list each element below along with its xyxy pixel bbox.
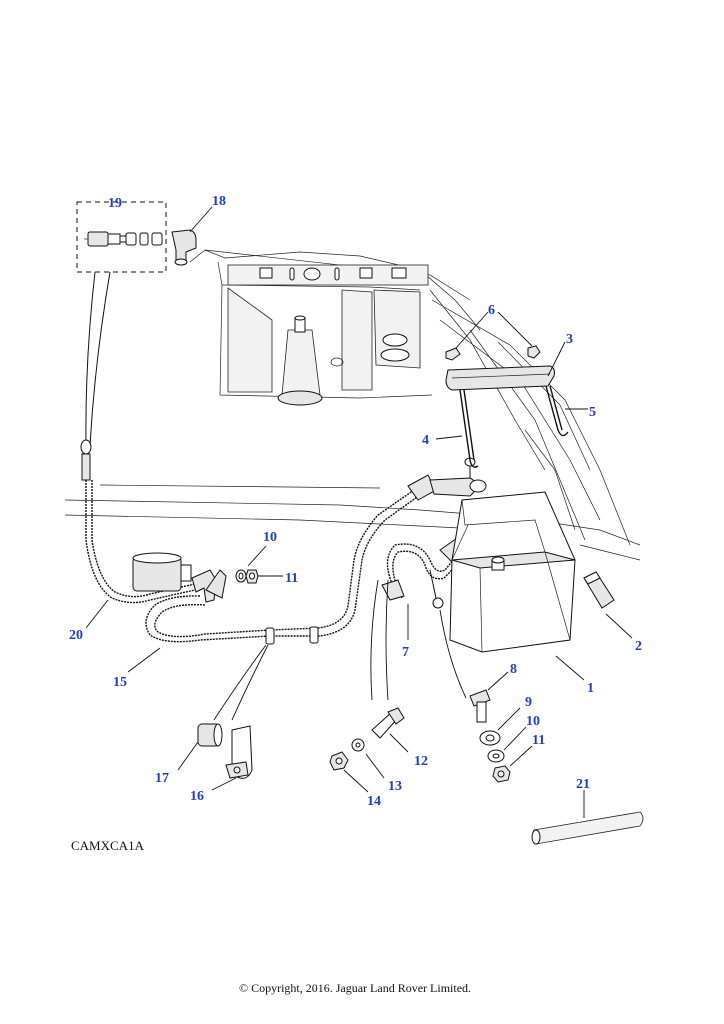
callout-9: 9 [525, 695, 532, 710]
callout-2: 2 [635, 639, 642, 654]
callout-5: 5 [589, 405, 596, 420]
callout-18: 18 [212, 194, 226, 209]
part-21-sleeve [531, 811, 644, 845]
callout-6: 6 [488, 303, 495, 318]
callout-13: 13 [388, 779, 402, 794]
part-15-main-cable [145, 457, 487, 645]
callout-10-upper: 10 [263, 530, 277, 545]
callout-20: 20 [69, 628, 83, 643]
callout-19: 19 [108, 196, 122, 211]
callout-7: 7 [402, 645, 409, 660]
callout-10-lower: 10 [526, 714, 540, 729]
part-4-5-hook-rods [459, 385, 569, 468]
callout-11-upper: 11 [285, 571, 298, 586]
callout-17: 17 [155, 771, 169, 786]
part-1-battery [449, 491, 576, 653]
part-19-group [76, 201, 167, 446]
callout-14: 14 [367, 794, 381, 809]
copyright-notice: © Copyright, 2016. Jaguar Land Rover Lim… [239, 981, 471, 995]
part-8-bolt [469, 689, 491, 723]
vehicle-body-illustration [64, 249, 641, 561]
callout-3: 3 [566, 332, 573, 347]
callout-1: 1 [587, 681, 594, 696]
callout-16: 16 [190, 789, 204, 804]
callout-4: 4 [422, 433, 429, 448]
part-10-11-upper [235, 569, 259, 584]
part-9-10-11-lower [479, 730, 511, 783]
callout-11-lower: 11 [532, 733, 545, 748]
leader-lines [85, 206, 633, 818]
callout-labels: 1 2 3 4 5 6 7 8 9 10 11 12 13 14 15 16 1… [69, 194, 642, 809]
illustration-code: CAMXCA1A [71, 838, 145, 853]
part-16-17-clips [197, 723, 253, 779]
part-2-wedge [583, 571, 615, 609]
starter-solenoid [132, 552, 227, 603]
part-3-clamp-bar [445, 365, 555, 391]
part-12-13-14 [329, 707, 405, 771]
callout-8: 8 [510, 662, 517, 677]
callout-12: 12 [414, 754, 428, 769]
callout-21: 21 [576, 777, 590, 792]
callout-15: 15 [113, 675, 127, 690]
part-20-cable [80, 439, 196, 604]
part-6-nuts [445, 345, 541, 361]
